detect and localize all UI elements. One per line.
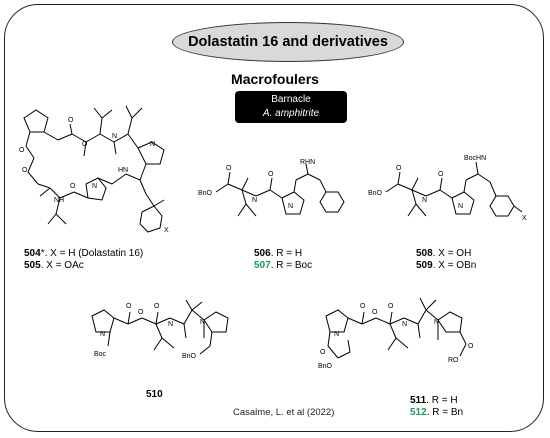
section-heading: Macrofoulers (231, 71, 319, 87)
atom-label: N (334, 331, 339, 338)
atom-label: O (126, 303, 132, 310)
atom-label: N (92, 183, 97, 190)
atom-label: N (402, 321, 407, 328)
atom-label: O (70, 183, 76, 190)
structure-511-512: O BnO N O O O N N RO O (318, 297, 474, 370)
atom-label: X (522, 215, 527, 222)
organism-badge: Barnacle A. amphitrite (235, 91, 347, 123)
label-511: 511. R = H (410, 395, 458, 406)
label-507: 507. R = Boc (254, 260, 313, 271)
atom-label: O (320, 349, 326, 356)
structure-506-507: BnO O N O N RHN (198, 159, 345, 217)
atom-label: O (22, 167, 28, 174)
label-504: 504*. X = H (Dolastatin 16) (24, 248, 144, 259)
atom-label: O (19, 147, 25, 154)
atom-label: N (252, 197, 257, 204)
label-512: 512. R = Bn (410, 407, 464, 418)
label-510: 510 (146, 389, 163, 400)
citation: Casalme, L. et al (2022) (233, 407, 335, 418)
label-508: 508. X = OH (416, 248, 472, 259)
atom-label: BnO (368, 190, 383, 197)
atom-label: BocHN (464, 155, 486, 162)
label-506: 506. R = H (254, 248, 303, 259)
atom-label: BnO (318, 363, 333, 370)
atom-label: O (396, 165, 402, 172)
structure-510: Boc N O O O N N BnO (91, 299, 229, 360)
atom-label: O (388, 303, 394, 310)
page-title: Dolastatin 16 and derivatives (188, 34, 388, 50)
atom-label: O (360, 303, 366, 310)
label-509: 509. X = OBn (416, 260, 477, 271)
organism-species: A. amphitrite (262, 108, 320, 119)
atom-label: O (138, 309, 144, 316)
atom-label: O (468, 343, 474, 350)
atom-label: RHN (300, 159, 315, 166)
atom-label: N (150, 141, 155, 148)
atom-label: O (154, 303, 160, 310)
atom-label: N (434, 319, 439, 326)
atom-label: O (68, 117, 74, 124)
atom-label: N (458, 203, 463, 210)
atom-label: O (226, 165, 232, 172)
atom-label: O (268, 171, 274, 178)
atom-label: N (422, 197, 427, 204)
atom-label: N (112, 133, 117, 140)
atom-label: BnO (182, 353, 197, 360)
panel-frame (4, 4, 544, 432)
atom-label: NH (54, 197, 64, 204)
organism-label: Barnacle (271, 94, 311, 105)
atom-label: O (372, 309, 378, 316)
atom-label: Boc (94, 351, 107, 358)
structure-508-509: BnO O N O N BocHN X (368, 155, 527, 222)
label-505: 505. X = OAc (24, 260, 84, 271)
atom-label: N (200, 319, 205, 326)
structure-504-505: O O O O N N HN N O NH X (19, 105, 169, 234)
atom-label: N (100, 331, 105, 338)
atom-label: X (164, 227, 169, 234)
atom-label: N (288, 203, 293, 210)
atom-label: N (168, 321, 173, 328)
atom-label: RO (448, 357, 459, 364)
atom-label: BnO (198, 190, 213, 197)
atom-label: O (438, 171, 444, 178)
atom-label: O (82, 141, 88, 148)
atom-label: HN (118, 167, 128, 174)
title-pill: Dolastatin 16 and derivatives (172, 22, 404, 62)
